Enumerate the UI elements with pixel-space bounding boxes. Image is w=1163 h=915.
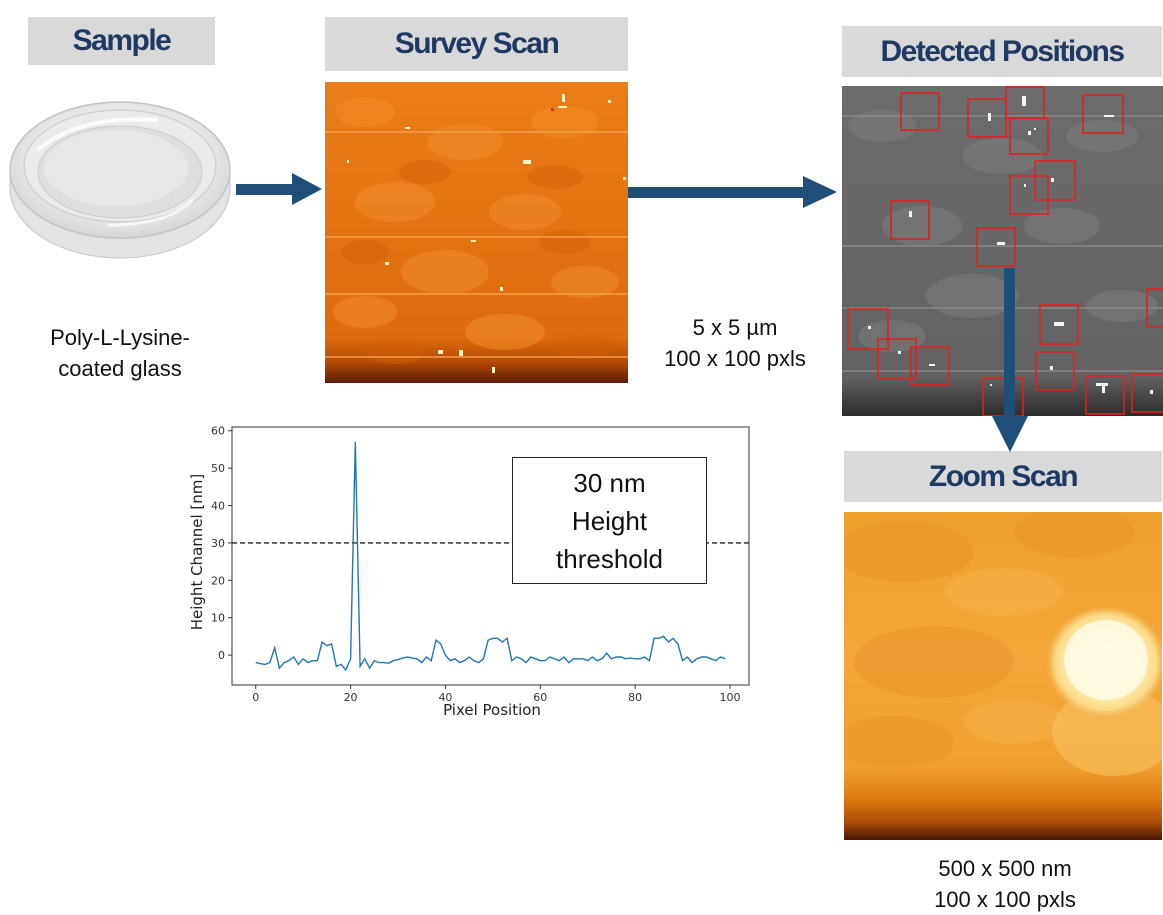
x-tick-label: 100 xyxy=(720,691,741,704)
x-tick-label: 20 xyxy=(344,691,358,704)
zoom-caption: 500 x 500 nm 100 x 100 pxls xyxy=(880,853,1130,915)
y-tick-label: 40 xyxy=(211,500,225,513)
zoom-caption-line2: 100 x 100 pxls xyxy=(934,887,1076,912)
sample-caption-line2: coated glass xyxy=(58,356,182,381)
arrow-survey-to-detected xyxy=(627,176,837,208)
zoom-scan-image xyxy=(844,512,1162,840)
survey-scan-image xyxy=(325,82,628,383)
survey-caption-line2: 100 x 100 pxls xyxy=(664,346,806,371)
y-tick-label: 0 xyxy=(218,649,225,662)
sample-label: Sample xyxy=(28,17,215,65)
x-tick-label: 80 xyxy=(628,691,642,704)
zoom-scan-label: Zoom Scan xyxy=(844,451,1162,502)
arrow-detected-to-zoom xyxy=(992,268,1028,452)
y-tick-label: 20 xyxy=(211,574,225,587)
threshold-line3: threshold xyxy=(556,543,663,574)
threshold-line1: 30 nm xyxy=(573,467,646,498)
y-tick-label: 10 xyxy=(211,612,225,625)
height-series-line xyxy=(255,441,726,672)
arrow-sample-to-survey xyxy=(236,173,322,205)
survey-caption-line1: 5 x 5 µm xyxy=(692,315,778,340)
x-tick-label: 60 xyxy=(533,691,547,704)
zoom-caption-line1: 500 x 500 nm xyxy=(938,856,1072,881)
detected-positions-label: Detected Positions xyxy=(842,26,1162,77)
x-tick-label: 40 xyxy=(438,691,452,704)
survey-scan-label: Survey Scan xyxy=(325,17,628,71)
y-tick-label: 60 xyxy=(211,425,225,438)
threshold-line2: Height xyxy=(571,505,648,536)
survey-caption: 5 x 5 µm 100 x 100 pxls xyxy=(630,312,840,374)
x-tick-label: 0 xyxy=(252,691,259,704)
detected-positions-image xyxy=(842,86,1163,416)
sample-caption-line1: Poly-L-Lysine- xyxy=(50,325,190,350)
y-tick-label: 50 xyxy=(211,462,225,475)
y-tick-label: 30 xyxy=(211,537,225,550)
y-axis-label: Height Channel [nm] xyxy=(188,474,206,631)
threshold-annotation: 30 nm Height threshold xyxy=(512,457,707,584)
x-axis-label: Pixel Position xyxy=(443,701,541,719)
sample-caption: Poly-L-Lysine- coated glass xyxy=(20,322,220,384)
petri-dish-image xyxy=(9,101,231,259)
